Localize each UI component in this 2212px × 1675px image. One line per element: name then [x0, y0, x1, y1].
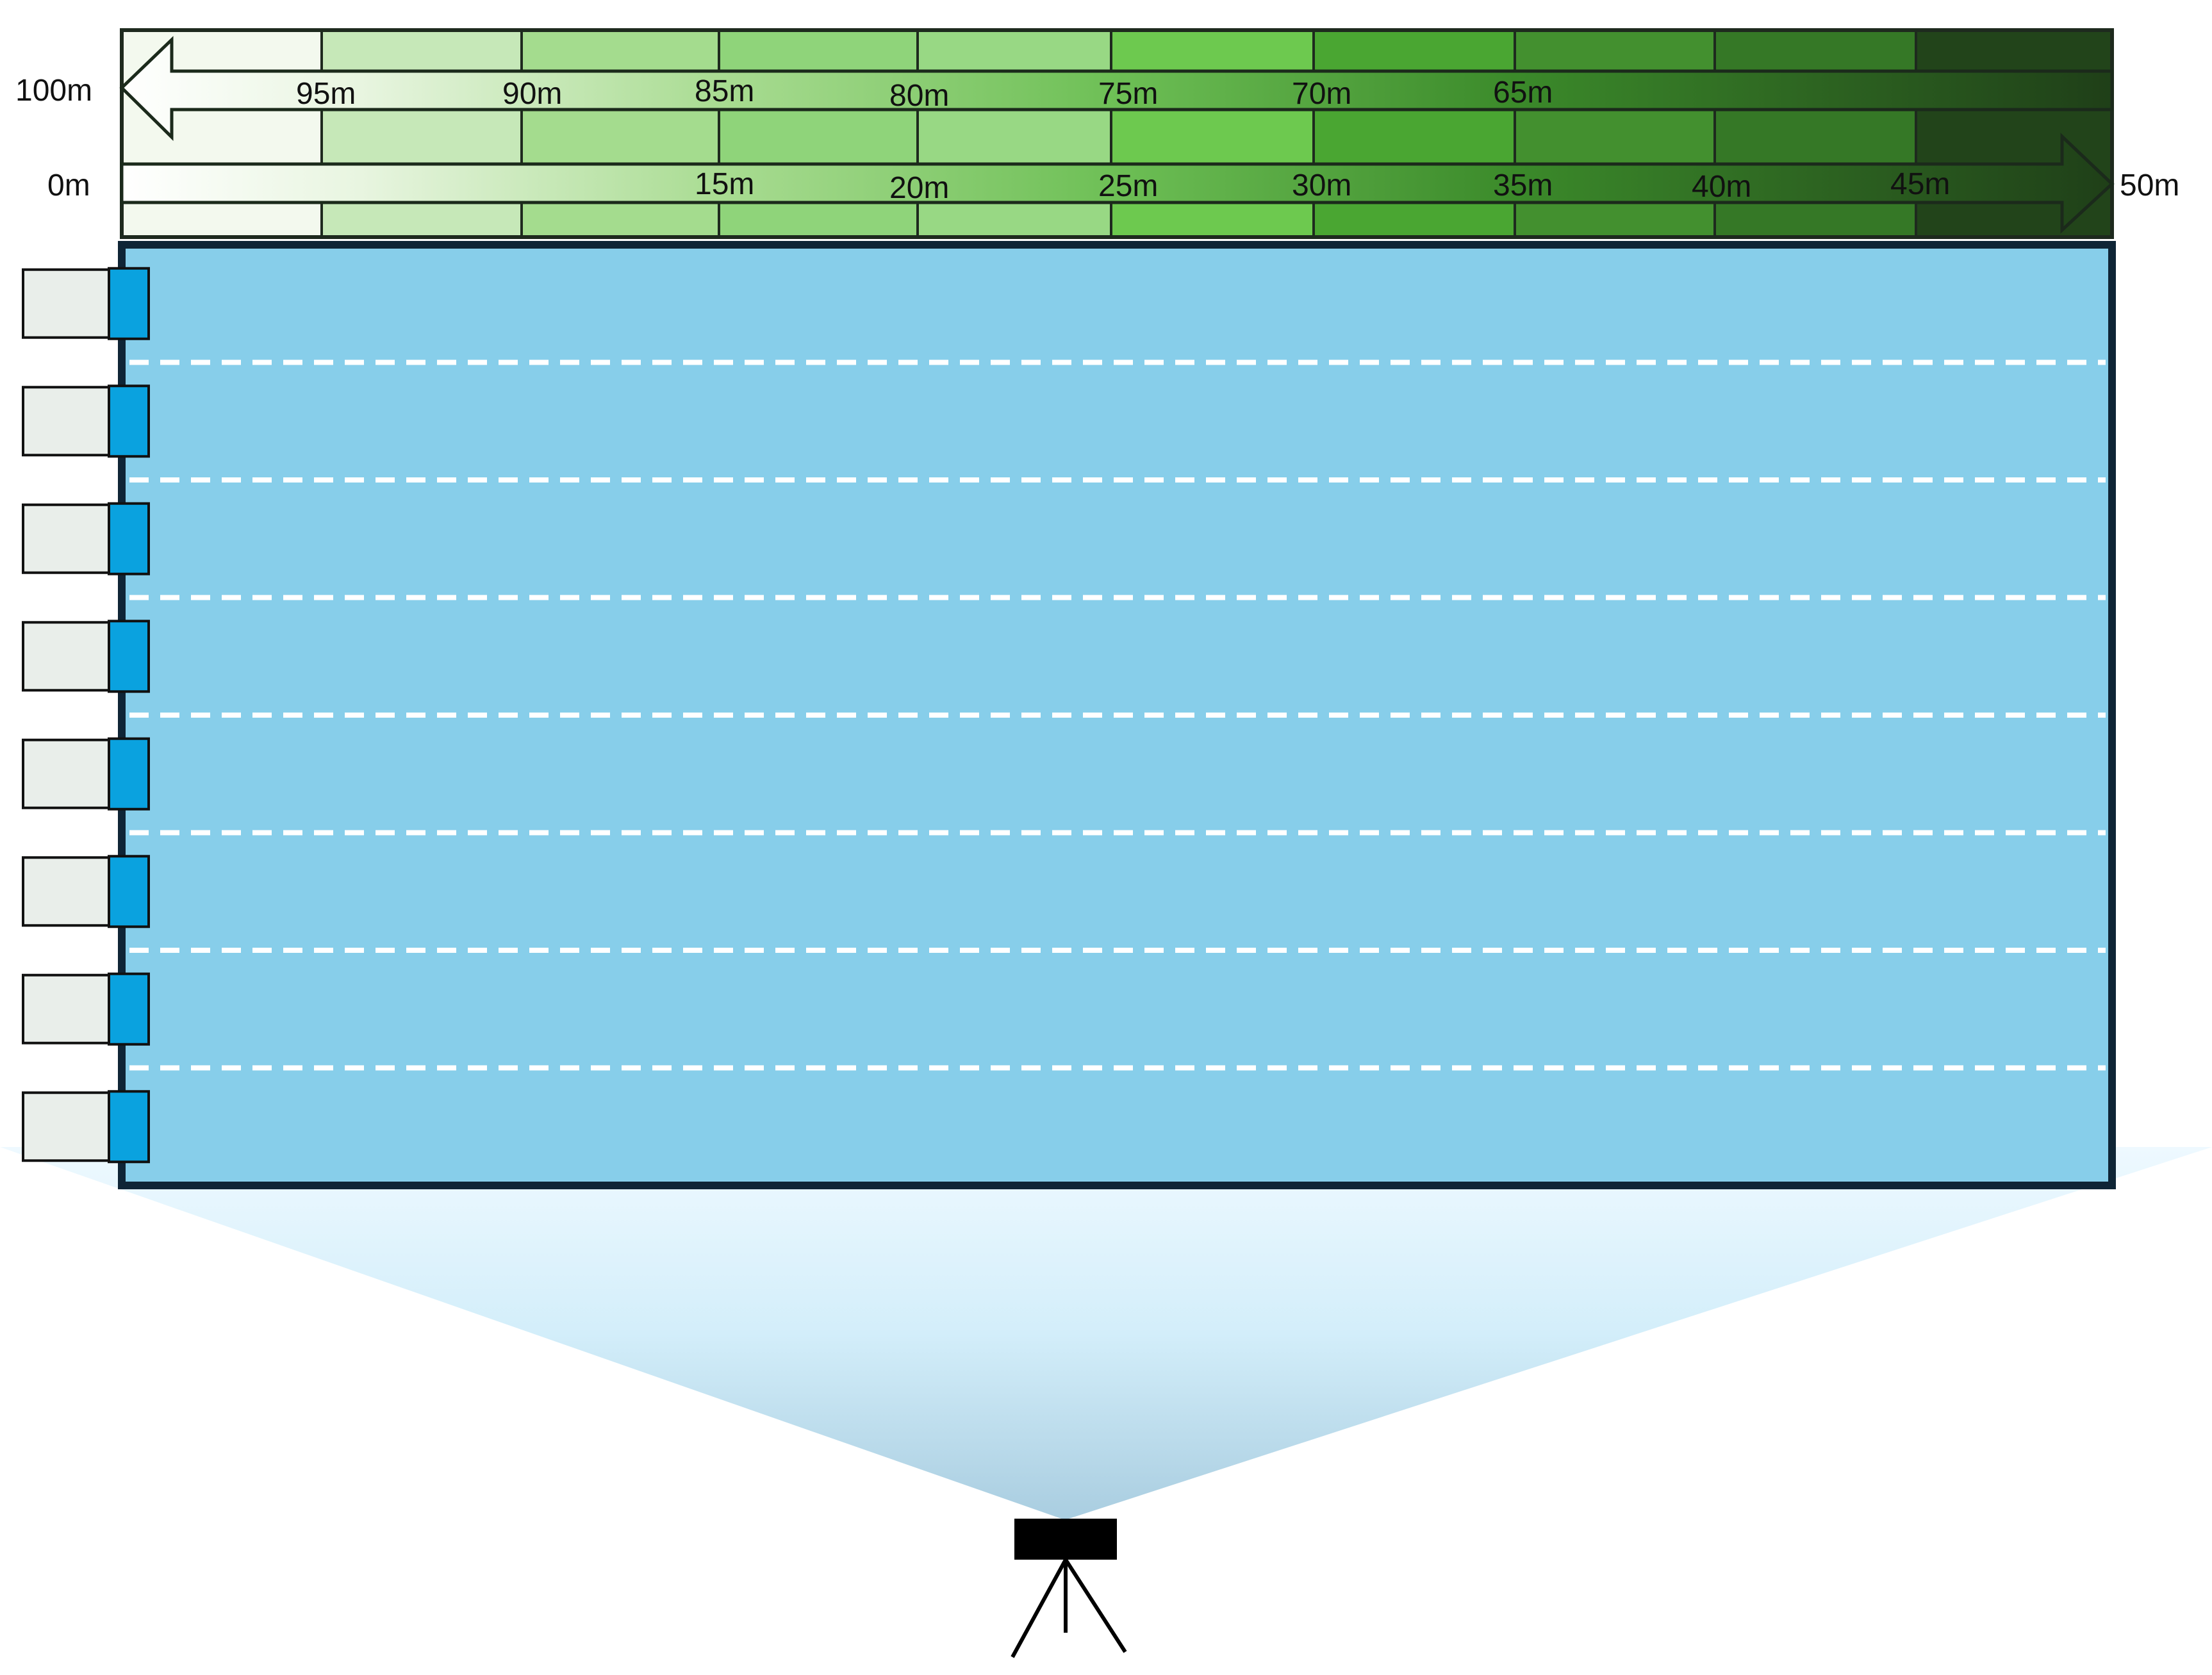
touchpad [108, 737, 150, 811]
touchpad [108, 267, 150, 340]
distance-board [120, 28, 2114, 239]
tripod-icon [1011, 1558, 1127, 1658]
touchpad [108, 855, 150, 928]
label-95m: 95m [296, 77, 356, 111]
label-85m: 85m [695, 74, 754, 108]
board-segment [1110, 29, 1315, 238]
starting-blocks [22, 267, 150, 1164]
touchpad [108, 620, 150, 693]
starting-block [22, 268, 111, 339]
starting-block [22, 856, 111, 927]
arrow-right-icon [120, 133, 2115, 234]
board-segment [1312, 29, 1516, 238]
label-50m: 50m [2120, 169, 2179, 202]
distance-labels: 100m 95m 90m 85m 80m 75m 70m 65m 0m 15m … [15, 74, 2179, 205]
arrow-left-icon [119, 36, 2114, 141]
camera-icon [1014, 1519, 1117, 1560]
lane-lines [129, 359, 2106, 1071]
touchpad [108, 384, 150, 458]
starting-block [22, 386, 111, 457]
starting-block [22, 738, 111, 809]
label-20m: 20m [889, 171, 949, 205]
label-0m: 0m [47, 169, 90, 202]
label-65m: 65m [1493, 76, 1553, 110]
starting-block [22, 621, 111, 692]
board-segment [1514, 29, 1716, 238]
label-15m: 15m [695, 167, 754, 201]
touchpad [108, 502, 150, 575]
board-segment [718, 29, 919, 238]
camera-tripod [1011, 1519, 1127, 1658]
board-segment [916, 29, 1112, 238]
starting-block [22, 973, 111, 1044]
label-90m: 90m [502, 77, 562, 111]
touchpad [108, 972, 150, 1046]
board-segment [520, 29, 720, 238]
label-100m: 100m [15, 74, 92, 108]
starting-block [22, 1091, 111, 1162]
board-frame [120, 28, 2114, 239]
label-40m: 40m [1692, 170, 1751, 204]
board-segment [320, 29, 523, 238]
label-30m: 30m [1292, 169, 1351, 202]
label-45m: 45m [1890, 167, 1950, 201]
camera-field-of-view [0, 1147, 2212, 1520]
starting-block [22, 503, 111, 574]
label-35m: 35m [1493, 169, 1553, 202]
label-75m: 75m [1098, 77, 1158, 111]
touchpad [108, 1090, 150, 1164]
label-80m: 80m [889, 79, 949, 113]
board-segment [1713, 29, 1917, 238]
label-70m: 70m [1292, 77, 1351, 111]
label-25m: 25m [1098, 169, 1158, 203]
